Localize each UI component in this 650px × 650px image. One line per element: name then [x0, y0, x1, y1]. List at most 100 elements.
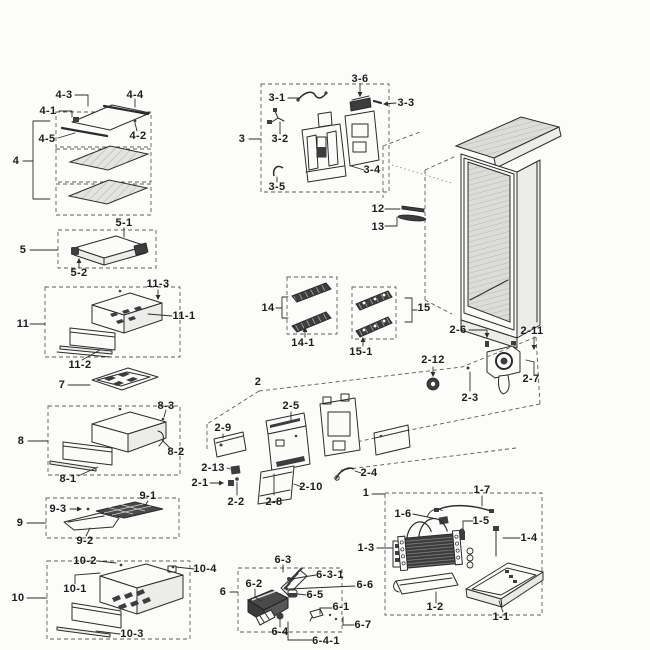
callout-9-2: 9-2	[76, 535, 94, 547]
bolt-6-4	[276, 612, 284, 620]
cover-tab	[317, 111, 333, 128]
shelf-glass-bottom	[67, 179, 149, 205]
back-panel-3-4	[344, 110, 380, 167]
screw-6-3-1	[287, 577, 291, 581]
callout-6-5: 6-5	[306, 589, 324, 601]
hook-3-5	[272, 165, 284, 177]
callout-6-3: 6-3	[274, 554, 292, 566]
callout-2-5: 2-5	[282, 400, 300, 412]
evaporator-coil-1	[397, 508, 463, 572]
callout-2-8: 2-8	[265, 496, 283, 508]
callout-3-4: 3-4	[363, 164, 381, 176]
callout-7: 7	[58, 379, 66, 391]
shelf-glass-middle	[68, 145, 150, 171]
callout-1-5: 1-5	[472, 515, 490, 527]
callout-6-6: 6-6	[356, 579, 374, 591]
shelf-trim-4-4	[102, 104, 150, 116]
shelf-glass-top	[71, 104, 151, 131]
screw-2-2	[235, 477, 239, 481]
slide-shelf-stop-5-2	[71, 247, 79, 255]
callout-10-4: 10-4	[193, 563, 217, 575]
part-1-4-head	[493, 526, 499, 531]
side-panel-2-9	[213, 431, 247, 458]
group-14-box	[286, 276, 338, 335]
group-9-cover	[26, 497, 180, 539]
drawer-clip-10-4	[167, 565, 177, 573]
callout-8-1: 8-1	[59, 473, 77, 485]
callout-2-11: 2-11	[520, 325, 544, 337]
callout-3-6: 3-6	[351, 73, 369, 85]
group-5-box	[57, 229, 157, 269]
cover-9-2	[63, 512, 120, 531]
cap-3-6	[349, 97, 372, 112]
callout-8: 8	[17, 435, 25, 447]
callout-1-1: 1-1	[492, 611, 510, 623]
drawer-rail-11	[59, 345, 113, 355]
callout-1-7: 1-7	[473, 484, 491, 496]
callout-11: 11	[16, 318, 30, 330]
shelf-clip-4-1	[73, 117, 79, 122]
dryer-1	[466, 547, 474, 569]
callout-14: 14	[261, 302, 275, 314]
drawer-rail-8-1	[49, 460, 97, 472]
callout-3: 3	[238, 133, 246, 145]
group-6-box	[237, 567, 343, 633]
callout-11-3: 11-3	[146, 278, 170, 290]
group-11-box	[44, 286, 181, 358]
callout-6-4: 6-4	[271, 626, 289, 638]
harness-3-2	[269, 110, 285, 124]
part-7-tray	[67, 367, 159, 391]
callout-1-2: 1-2	[426, 601, 444, 613]
callout-5-2: 5-2	[70, 267, 88, 279]
callout-6: 6	[219, 586, 227, 598]
tube-2-4	[335, 467, 355, 480]
part-12	[401, 205, 425, 213]
group-6-icemaker	[229, 564, 356, 641]
group-5-slide-shelf	[29, 227, 157, 269]
callout-13: 13	[371, 221, 385, 233]
callout-3-5: 3-5	[268, 181, 286, 193]
callout-8-3: 8-3	[157, 400, 175, 412]
group-11-drawer	[29, 286, 181, 361]
group-8-drawer	[27, 405, 181, 477]
sensor-wire-3-1	[297, 91, 327, 101]
part-2-1	[228, 480, 234, 486]
callout-14-1: 14-1	[291, 337, 315, 349]
callout-4: 4	[12, 155, 20, 167]
callout-2-12: 2-12	[421, 354, 445, 366]
group-10-drawer	[26, 560, 195, 640]
callout-6-2: 6-2	[245, 578, 263, 590]
cabinet-side	[516, 159, 541, 339]
drip-tray-1-2	[395, 572, 459, 595]
parts-12-13	[384, 205, 427, 227]
drawer-rail-10-3	[56, 626, 111, 638]
group-8-box	[47, 405, 181, 476]
icemaker-cylinder	[255, 609, 276, 626]
callout-8-2: 8-2	[167, 446, 185, 458]
cabinet-compartment	[382, 116, 562, 349]
group-3-box	[260, 83, 390, 193]
callout-5: 5	[19, 244, 27, 256]
callout-10-2: 10-2	[73, 555, 97, 567]
group-2-evap-covers	[206, 336, 541, 505]
callout-4-3: 4-3	[55, 89, 73, 101]
callout-9-3: 9-3	[49, 503, 67, 515]
callout-9-1: 9-1	[139, 490, 157, 502]
side-panel-right	[373, 424, 411, 456]
callout-6-3-1: 6-3-1	[316, 569, 344, 581]
evap-back-panel	[319, 397, 361, 457]
callout-3-2: 3-2	[271, 133, 289, 145]
callout-15: 15	[417, 302, 431, 314]
callout-4-1: 4-1	[39, 105, 57, 117]
callout-2-10: 2-10	[299, 481, 323, 493]
callout-11-1: 11-1	[172, 310, 196, 322]
callout-6-7: 6-7	[354, 619, 372, 631]
part-2-13	[230, 465, 241, 475]
group-3-cover-assembly	[248, 83, 453, 193]
callout-6-4-1: 6-4-1	[312, 635, 340, 647]
callout-2-1: 2-1	[191, 477, 209, 489]
callout-3-1: 3-1	[268, 92, 286, 104]
callout-4-4: 4-4	[126, 89, 144, 101]
sensor-1-6	[438, 516, 449, 525]
